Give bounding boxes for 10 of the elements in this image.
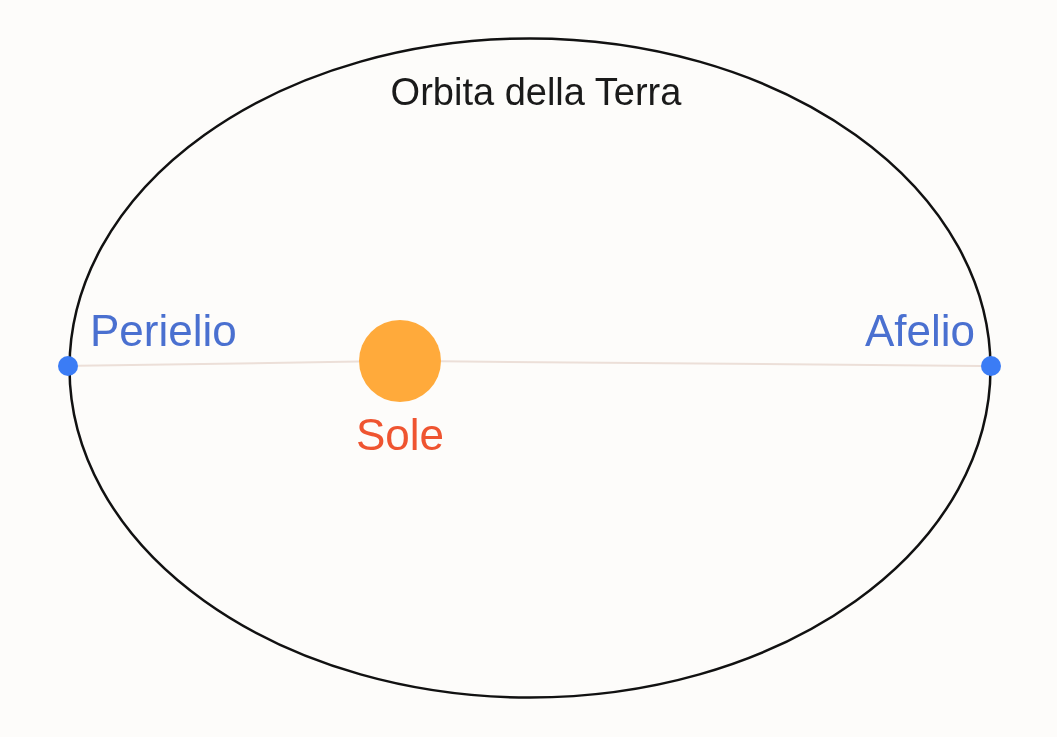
point-label: Perielio <box>90 309 237 353</box>
connector-line <box>77 360 360 367</box>
orbit-ellipse <box>68 37 992 699</box>
sun-circle <box>359 320 441 402</box>
point-label: Afelio <box>864 309 975 353</box>
sun-label: Sole <box>356 413 445 457</box>
connector-line <box>440 360 982 367</box>
orbit-title: Orbita della Terra <box>390 73 682 111</box>
point-marker <box>58 356 78 376</box>
point-marker <box>981 356 1001 376</box>
